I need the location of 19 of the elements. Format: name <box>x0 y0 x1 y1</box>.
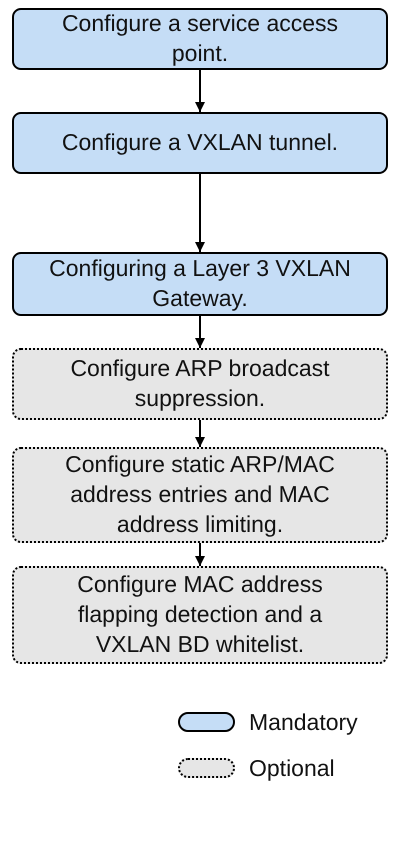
arrow <box>195 70 205 112</box>
process-box <box>12 8 388 70</box>
process-box <box>12 112 388 174</box>
arrow <box>195 316 205 348</box>
arrow <box>195 420 205 447</box>
step-text: Configure a VXLAN tunnel. <box>62 128 338 158</box>
step-text: Configure static ARP/MAC address entries and MAC address limiting. <box>64 450 336 539</box>
arrow <box>195 174 205 252</box>
step-text: Configure a service access point. <box>60 9 340 68</box>
process-box <box>12 348 388 420</box>
process-box <box>12 252 388 316</box>
step-text: Configuring a Layer 3 VXLAN Gateway. <box>48 254 352 313</box>
step-text: Configure ARP broadcast suppression. <box>69 354 331 413</box>
legend-label: Mandatory <box>249 709 358 736</box>
process-box <box>12 447 388 543</box>
step-text: Configure MAC address flapping detection and a VXLAN BD whitelist. <box>76 570 324 659</box>
process-box <box>12 566 388 664</box>
legend-label: Optional <box>249 755 335 782</box>
arrow <box>195 543 205 566</box>
